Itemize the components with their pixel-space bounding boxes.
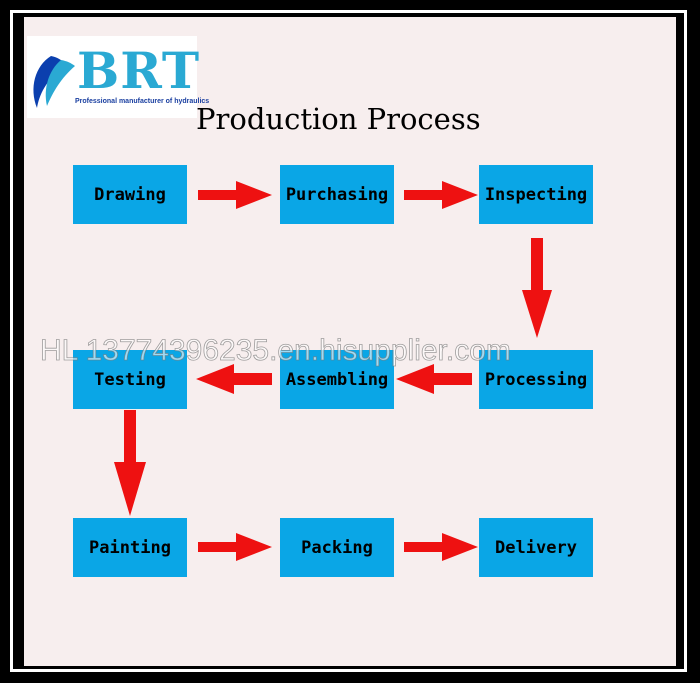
arrow-right-icon	[404, 533, 478, 561]
step-drawing: Drawing	[73, 165, 187, 224]
arrow-right-icon	[404, 181, 478, 209]
page-title: Production Process	[196, 102, 481, 136]
arrow-down-icon	[114, 410, 146, 516]
arrow-right-icon	[198, 533, 272, 561]
step-packing: Packing	[280, 518, 394, 577]
swoosh-logo-icon	[33, 56, 75, 108]
logo-tagline: Professional manufacturer of hydraulics	[75, 98, 210, 105]
brt-logo: BRT Professional manufacturer of hydraul…	[27, 36, 210, 118]
arrow-left-icon	[196, 364, 272, 394]
step-assembling: Assembling	[280, 350, 394, 409]
step-purchasing: Purchasing	[280, 165, 394, 224]
arrow-right-icon	[198, 181, 272, 209]
step-processing: Processing	[479, 350, 593, 409]
step-testing: Testing	[73, 350, 187, 409]
logo-brand-text: BRT	[77, 41, 201, 100]
arrow-left-icon	[396, 364, 472, 394]
arrow-down-icon	[522, 238, 552, 338]
step-painting: Painting	[73, 518, 187, 577]
step-inspecting: Inspecting	[479, 165, 593, 224]
step-delivery: Delivery	[479, 518, 593, 577]
